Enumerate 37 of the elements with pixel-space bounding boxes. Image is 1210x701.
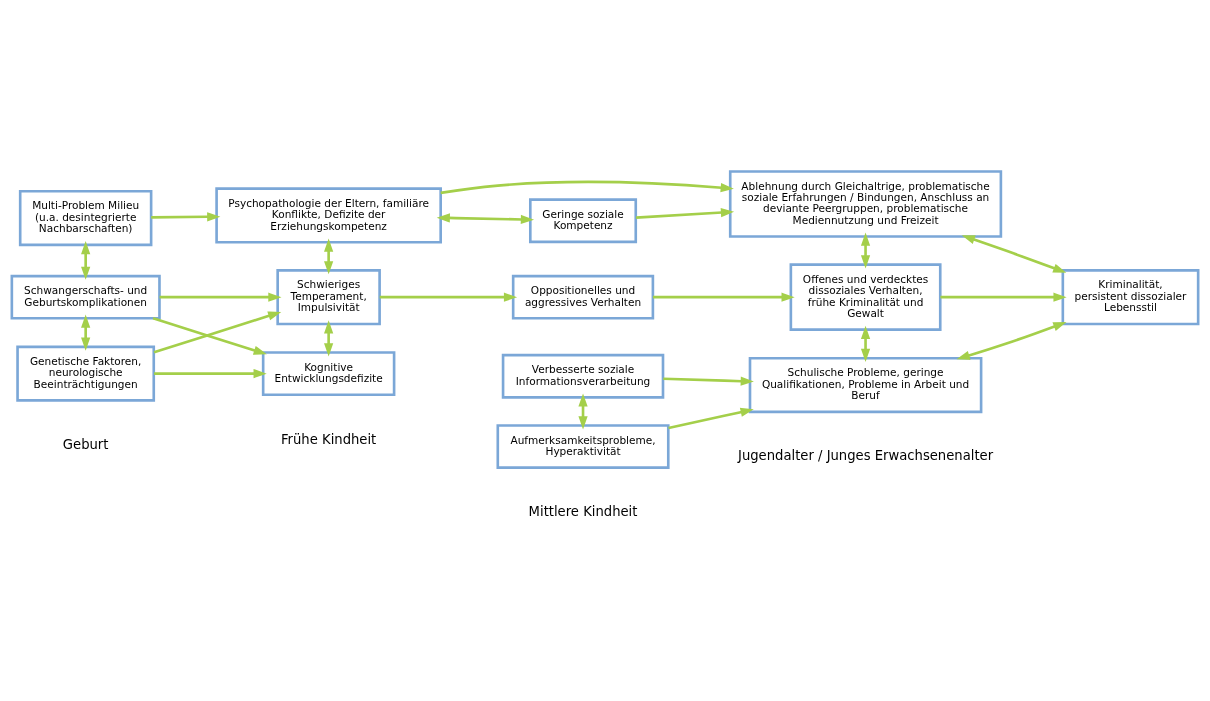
- arrow: [436, 212, 535, 224]
- arrow: [652, 292, 795, 302]
- label: Mittlere Kindheit: [528, 503, 638, 519]
- node-box: Kriminalität, persistent dissozialer Lebensstil: [1061, 268, 1200, 325]
- node-box: Genetische Faktoren, neurologische Beeinträchtigungen: [16, 345, 156, 402]
- node-box: Psychopathologie der Eltern, familiäre Konflikte, Defizite der Erziehungskompetenz: [215, 186, 442, 244]
- node-box: Ablehnung durch Gleichaltrige, problematische soziale Erfahrungen / Bindungen, Anschluss an deviante Peergruppen, problematische Mediennutzung und Freizeit: [728, 169, 1003, 238]
- arrow: [668, 407, 754, 429]
- node-box: Kognitive Entwicklungsdefizite: [261, 350, 396, 396]
- arrow: [956, 321, 1067, 360]
- label: Jugendalter / Junges Erwachsenenalter: [738, 447, 994, 463]
- arrow: [860, 232, 871, 268]
- node-box: Offenes und verdecktes dissoziales Verhalten, frühe Kriminalität und Gewalt: [789, 262, 942, 331]
- node-box: Oppositionelles und aggressives Verhalten: [511, 274, 655, 320]
- label: Geburt: [62, 436, 109, 452]
- node-box: Aufmerksamkeitsprobleme, Hyperaktivität: [496, 423, 670, 469]
- arrow: [940, 292, 1067, 302]
- arrow: [159, 292, 282, 302]
- node-box: Verbesserte soziale Informationsverarbeitung: [501, 353, 665, 399]
- arrow: [860, 325, 871, 362]
- arrow: [81, 240, 91, 280]
- node-box: Geringe soziale Kompetenz: [529, 197, 638, 243]
- arrow: [81, 314, 91, 351]
- arrow: [152, 316, 267, 355]
- label: Frühe Kindheit: [280, 430, 377, 446]
- arrow: [663, 376, 754, 386]
- node-box: Schwangerschafts- und Geburtskomplikationen: [10, 274, 161, 320]
- arrow: [153, 310, 282, 353]
- node-box: Schwieriges Temperament, Impulsivität: [276, 268, 381, 325]
- node-box: Multi-Problem Milieu (u.a. desintegrierte Nachbarschaften): [18, 189, 153, 246]
- arrow: [379, 292, 518, 302]
- arrow: [151, 211, 221, 221]
- arrow: [961, 234, 1067, 273]
- arrow: [636, 207, 735, 219]
- arrow: [440, 180, 734, 194]
- node-box: Schulische Probleme, geringe Qualifikationen, Probleme in Arbeit und Beruf: [748, 356, 983, 413]
- arrow: [154, 368, 267, 378]
